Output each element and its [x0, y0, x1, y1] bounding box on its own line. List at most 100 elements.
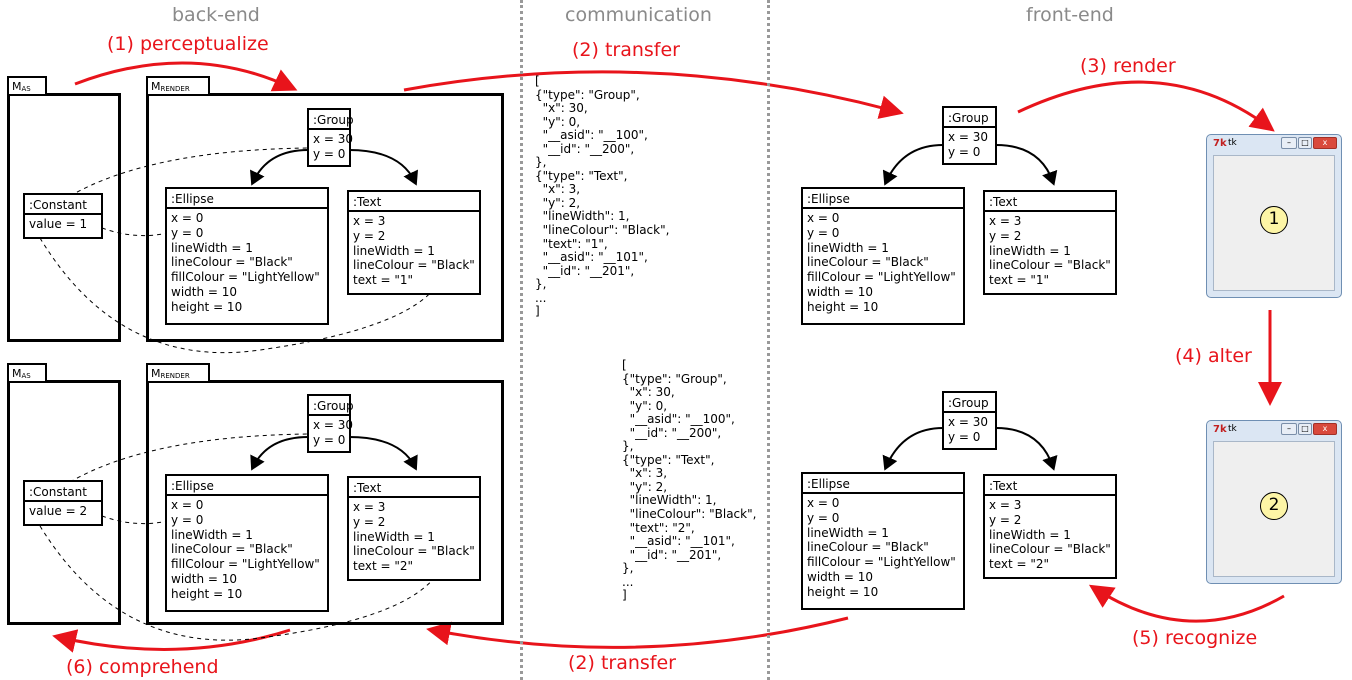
- object-title: :Text: [349, 192, 479, 212]
- object-attribute: y = 0: [807, 225, 840, 240]
- object-attribute: x = 30: [948, 415, 989, 429]
- object-attribute: y = 0: [313, 432, 346, 447]
- step-alter-label: (4) alter: [1175, 345, 1252, 367]
- object-attribute: width = 10: [807, 284, 874, 299]
- object-title: :Group: [944, 393, 995, 413]
- rendered-circle[interactable]: 1: [1260, 206, 1288, 234]
- window-canvas: 1: [1213, 155, 1335, 291]
- object-title: :Group: [944, 108, 995, 128]
- object-attribute: y = 0: [313, 146, 346, 161]
- minimize-button[interactable]: –: [1281, 137, 1297, 149]
- object-title: :Group: [309, 396, 354, 416]
- comprehend-arrow: [52, 628, 291, 653]
- model-as-top: [7, 93, 121, 342]
- ellipse-object-bottom-backend: :Ellipse x = 0 y = 0 lineWidth = 1 lineC…: [165, 474, 329, 612]
- recognize-arrow: [1088, 584, 1285, 623]
- object-attribute: lineColour = "Black": [807, 540, 929, 555]
- object-attribute: lineColour = "Black": [989, 542, 1111, 557]
- object-attribute: text = "1": [989, 273, 1050, 288]
- object-attribute: lineWidth = 1: [807, 525, 889, 540]
- model-as-subscript: AS: [21, 372, 31, 380]
- object-attribute: y = 2: [989, 228, 1022, 243]
- step-render-label: (3) render: [1080, 55, 1176, 77]
- json-message-top: [ {"type": "Group", "x": 30, "y": 0, "__…: [535, 74, 670, 319]
- object-attribute: height = 10: [807, 584, 879, 599]
- object-attribute: width = 10: [171, 284, 238, 299]
- object-attribute: x = 3: [353, 500, 386, 514]
- object-attribute: y = 0: [807, 510, 840, 525]
- step-recognize-label: (5) recognize: [1132, 627, 1258, 649]
- rendered-circle[interactable]: 2: [1260, 492, 1288, 520]
- object-attribute: lineColour = "Black": [353, 258, 475, 273]
- close-button[interactable]: x: [1313, 423, 1337, 435]
- group-object-top-frontend: :Group x = 30 y = 0: [942, 106, 997, 165]
- object-attribute: x = 3: [989, 214, 1022, 228]
- object-attribute: value = 2: [29, 504, 88, 518]
- object-attribute: fillColour = "LightYellow": [807, 555, 956, 570]
- model-render-top: [146, 93, 504, 342]
- object-title: :Text: [349, 478, 479, 498]
- window-titlebar: 7k tk – □ x: [1207, 421, 1341, 439]
- close-button[interactable]: x: [1313, 137, 1337, 149]
- object-attribute: y = 0: [948, 144, 981, 159]
- window-titlebar: 7k tk – □ x: [1207, 135, 1341, 153]
- object-attribute: lineColour = "Black": [171, 255, 293, 270]
- tk-window-bottom: 7k tk – □ x 2: [1206, 420, 1342, 584]
- object-attribute: lineWidth = 1: [353, 529, 435, 544]
- tk-logo-icon: 7k: [1213, 424, 1227, 435]
- maximize-button[interactable]: □: [1298, 423, 1312, 435]
- object-attribute: x = 30: [313, 418, 354, 432]
- json-message-bottom: [ {"type": "Group", "x": 30, "y": 0, "__…: [622, 358, 757, 603]
- ellipse-object-top-frontend: :Ellipse x = 0 y = 0 lineWidth = 1 lineC…: [801, 187, 965, 325]
- object-attribute: lineColour = "Black": [807, 255, 929, 270]
- object-attribute: lineWidth = 1: [171, 527, 253, 542]
- object-attribute: height = 10: [171, 586, 243, 601]
- text-object-bottom-frontend: :Text x = 3 y = 2 lineWidth = 1 lineColo…: [983, 474, 1117, 579]
- group-object-top-backend: :Group x = 30 y = 0: [307, 108, 354, 167]
- object-attribute: lineWidth = 1: [353, 243, 435, 258]
- step-comprehend-label: (6) comprehend: [66, 656, 219, 678]
- object-attribute: x = 30: [313, 132, 354, 146]
- object-attribute: lineColour = "Black": [353, 544, 475, 559]
- model-render-label: M: [151, 367, 161, 380]
- column-separator-right: [767, 0, 770, 680]
- window-title: tk: [1228, 424, 1237, 434]
- minimize-button[interactable]: –: [1281, 423, 1297, 435]
- object-attribute: lineColour = "Black": [989, 258, 1111, 273]
- object-attribute: y = 2: [989, 512, 1022, 527]
- tk-logo-icon: 7k: [1213, 138, 1227, 149]
- object-attribute: fillColour = "LightYellow": [171, 270, 320, 285]
- tk-window-top: 7k tk – □ x 1: [1206, 134, 1342, 298]
- object-title: :Constant: [25, 195, 101, 215]
- column-heading-communication: communication: [565, 4, 712, 26]
- ellipse-object-bottom-frontend: :Ellipse x = 0 y = 0 lineWidth = 1 lineC…: [801, 472, 965, 610]
- object-attribute: y = 0: [171, 225, 204, 240]
- object-attribute: width = 10: [171, 571, 238, 586]
- window-canvas: 2: [1213, 441, 1335, 577]
- object-attribute: lineWidth = 1: [171, 240, 253, 255]
- model-render-tab-top: MRENDER: [146, 76, 210, 96]
- step-perceptualize-label: (1) perceptualize: [107, 33, 269, 55]
- object-attribute: y = 0: [171, 512, 204, 527]
- text-object-top-frontend: :Text x = 3 y = 2 lineWidth = 1 lineColo…: [983, 190, 1117, 295]
- model-as-label: M: [12, 80, 22, 93]
- object-attribute: lineColour = "Black": [171, 542, 293, 557]
- object-title: :Ellipse: [803, 189, 963, 209]
- model-render-subscript: RENDER: [160, 372, 190, 380]
- column-heading-frontend: front-end: [1026, 4, 1114, 26]
- maximize-button[interactable]: □: [1298, 137, 1312, 149]
- model-render-tab-bottom: MRENDER: [146, 363, 210, 383]
- object-title: :Text: [985, 192, 1115, 212]
- step-transfer-label-top: (2) transfer: [572, 39, 680, 61]
- object-title: :Ellipse: [167, 476, 327, 496]
- object-attribute: x = 3: [989, 498, 1022, 512]
- object-attribute: x = 0: [807, 496, 840, 510]
- object-attribute: height = 10: [171, 299, 243, 314]
- text-object-bottom-backend: :Text x = 3 y = 2 lineWidth = 1 lineColo…: [347, 476, 481, 581]
- object-attribute: fillColour = "LightYellow": [807, 270, 956, 285]
- object-attribute: x = 3: [353, 214, 386, 228]
- model-as-tab-bottom: MAS: [7, 363, 47, 383]
- render-arrow: [1017, 80, 1275, 132]
- object-attribute: lineWidth = 1: [989, 527, 1071, 542]
- model-as-tab-top: MAS: [7, 76, 47, 96]
